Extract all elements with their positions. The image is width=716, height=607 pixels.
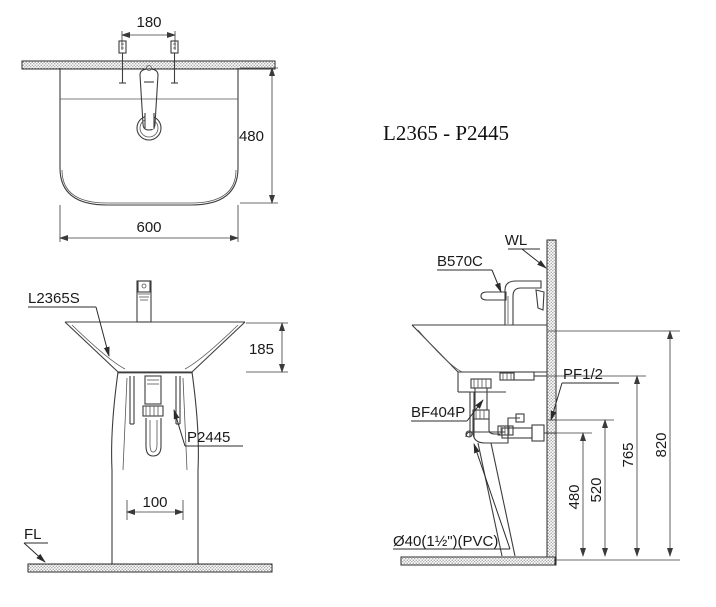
dim-trap-outlet-height bbox=[548, 432, 592, 557]
dim-basin-rim-height bbox=[548, 375, 646, 557]
floor-band-side bbox=[27, 563, 273, 573]
leader-water-line bbox=[508, 248, 547, 269]
dim-basin-height bbox=[240, 67, 278, 204]
label-pedestal-model: P2445 bbox=[187, 429, 230, 446]
wall-band-section bbox=[546, 239, 557, 566]
dim-label-bolt-spacing: 180 bbox=[136, 14, 161, 31]
leader-basin-model bbox=[28, 306, 110, 357]
section-view-group bbox=[393, 239, 680, 566]
dim-supply-height bbox=[548, 419, 614, 557]
label-water-line: WL bbox=[505, 232, 528, 249]
dim-overall-height bbox=[548, 330, 680, 561]
dim-label-basin-width: 600 bbox=[136, 219, 161, 236]
leader-trap-model bbox=[411, 399, 484, 422]
dim-label-basin-height: 480 bbox=[239, 128, 264, 145]
basin-side-profile bbox=[64, 321, 246, 374]
dim-bolt-spacing bbox=[121, 31, 176, 50]
leader-supply-thread bbox=[550, 382, 619, 421]
supply-stub-lower bbox=[465, 392, 556, 442]
label-floor-level: FL bbox=[24, 526, 42, 543]
label-basin-model: L2365S bbox=[28, 290, 80, 307]
basin-section-profile bbox=[411, 324, 547, 393]
supply-stub-upper bbox=[499, 371, 547, 381]
dim-basin-depth bbox=[246, 322, 288, 373]
wall-band-plan bbox=[21, 60, 276, 70]
leader-floor-level bbox=[23, 542, 48, 563]
plumbing-side-detail bbox=[129, 375, 181, 457]
leader-pedestal-model bbox=[173, 409, 243, 447]
label-waste-pipe: Ø40(1½")(PVC) bbox=[393, 533, 498, 550]
faucet-section-symbol bbox=[480, 280, 545, 326]
waste-pipe-run bbox=[477, 442, 516, 557]
label-supply-thread: PF1/2 bbox=[563, 366, 603, 383]
label-trap-model: BF404P bbox=[411, 404, 465, 421]
wall-anchor-bolt-left bbox=[118, 40, 127, 84]
floor-band-section bbox=[400, 556, 556, 566]
dim-basin-width bbox=[59, 205, 239, 242]
trap-assembly bbox=[470, 378, 525, 444]
faucet-plan-symbol bbox=[136, 65, 162, 141]
dim-label-supply-height: 520 bbox=[588, 477, 605, 502]
label-faucet-model: B570C bbox=[437, 253, 483, 270]
leader-waste-pipe bbox=[393, 443, 511, 550]
dim-label-pedestal-base-width: 100 bbox=[142, 494, 167, 511]
dim-label-trap-outlet-height: 480 bbox=[566, 484, 583, 509]
dim-pedestal-base-width bbox=[126, 500, 184, 520]
faucet-side-symbol bbox=[136, 280, 152, 323]
wall-anchor-bolt-right bbox=[170, 40, 179, 84]
pedestal-side-profile bbox=[111, 371, 199, 567]
dim-label-overall-height: 820 bbox=[653, 432, 670, 457]
leader-faucet-model bbox=[437, 269, 502, 293]
plan-view-group bbox=[21, 31, 278, 242]
dim-label-basin-rim-height: 765 bbox=[620, 442, 637, 467]
side-view-group bbox=[23, 280, 288, 573]
drawing-title: L2365 - P2445 bbox=[383, 121, 509, 145]
basin-outline-plan bbox=[59, 68, 239, 206]
dim-label-basin-depth: 185 bbox=[249, 341, 274, 358]
